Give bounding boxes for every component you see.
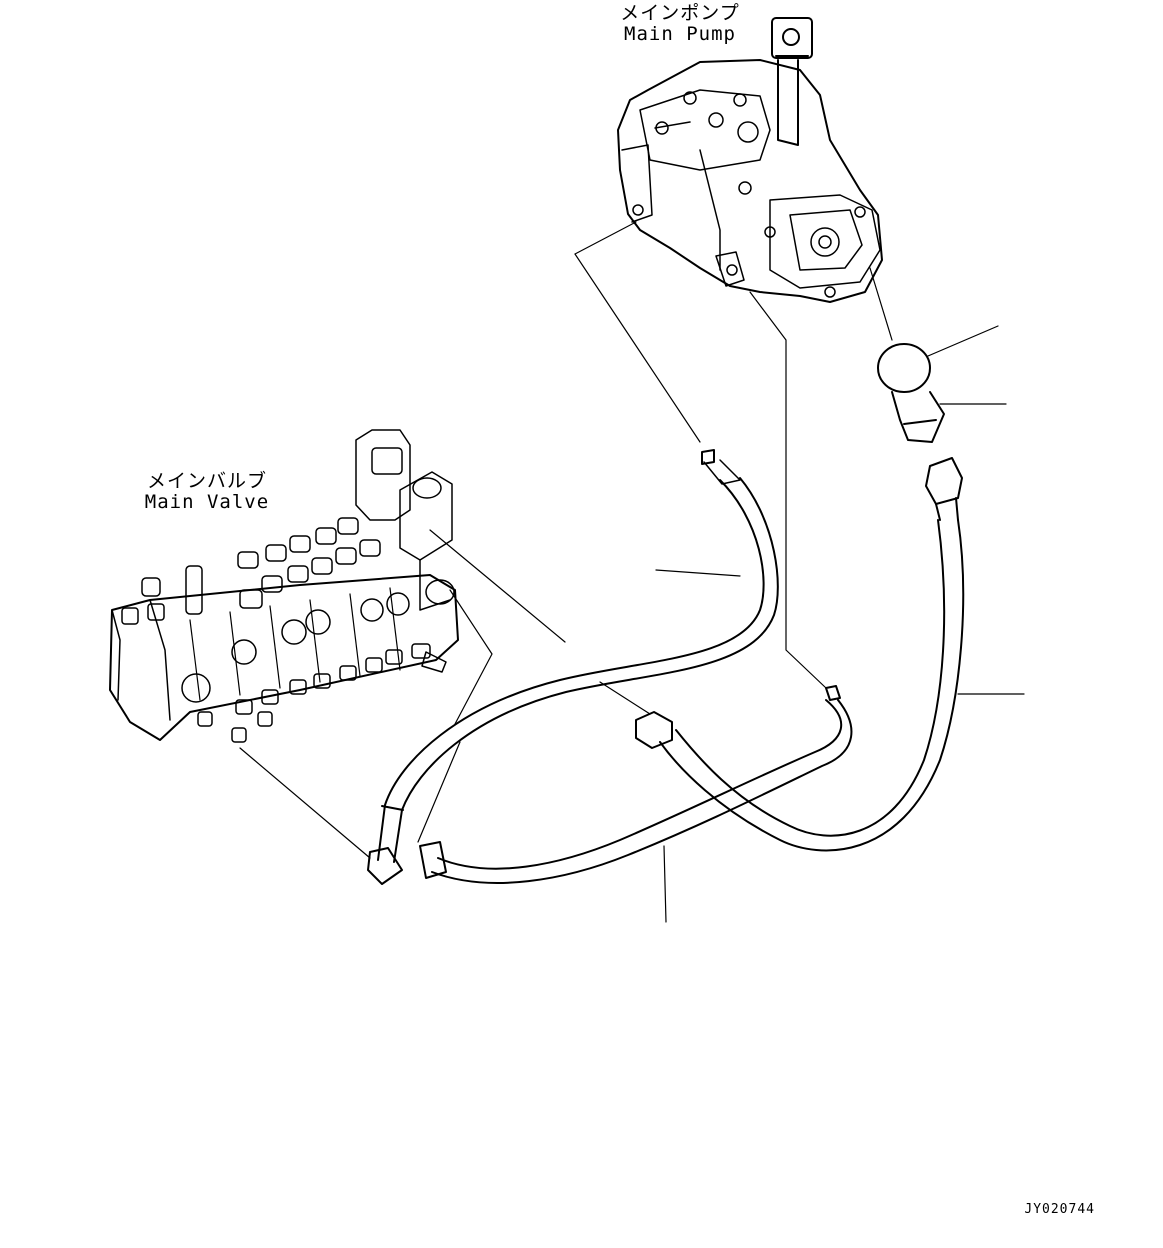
hose-b (420, 686, 851, 883)
main-pump-label-en: Main Pump (624, 23, 736, 45)
suction-fitting (878, 344, 944, 442)
main-pump-label: メインポンプ Main Pump (610, 3, 750, 45)
hose-a (368, 450, 778, 884)
main-valve-drawing (110, 430, 458, 742)
main-valve-label-en: Main Valve (144, 491, 270, 513)
main-pump-label-jp: メインポンプ (620, 2, 740, 24)
main-valve-label: メインバルブ Main Valve (132, 471, 282, 513)
leader-lines (240, 222, 1024, 922)
main-pump-drawing (618, 18, 882, 302)
drawing-code: JY020744 (1024, 1202, 1095, 1217)
main-valve-label-jp: メインバルブ (146, 470, 267, 492)
hose-c (636, 458, 963, 850)
